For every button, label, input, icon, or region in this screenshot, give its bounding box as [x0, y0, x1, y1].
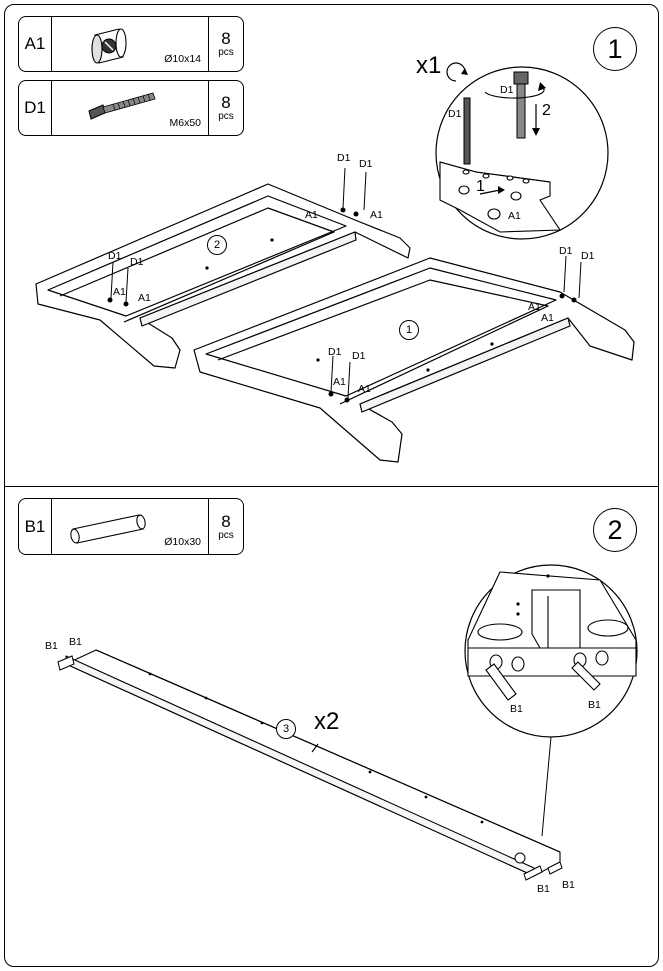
cam-label: A1	[333, 376, 346, 388]
dowel-label: B1	[562, 879, 575, 891]
part-size: Ø10x30	[164, 536, 201, 548]
detail-step-number: 1	[476, 178, 485, 195]
detail-step-number: 2	[542, 102, 551, 119]
qty-number: 8	[221, 93, 231, 112]
cam-label: A1	[370, 209, 383, 221]
qty-unit: pcs	[218, 47, 234, 58]
part-code: A1	[19, 17, 52, 71]
bolt-label: D1	[359, 158, 373, 170]
panel-number-badge: 1	[399, 320, 419, 340]
instruction-sheet	[4, 4, 659, 967]
part-card-d1: D1 M6x50 8 pcs	[18, 80, 244, 136]
detail-bolt-label: D1	[448, 108, 462, 120]
cam-label: A1	[528, 301, 541, 313]
rail-number-badge: 3	[276, 719, 296, 739]
bolt-icon	[55, 81, 203, 135]
step-number-badge: 2	[593, 508, 637, 552]
qty-number: 8	[221, 511, 231, 531]
bolt-label: D1	[559, 245, 573, 257]
part-code: D1	[19, 81, 52, 135]
cam-label: A1	[138, 292, 151, 304]
part-card-b1: B1 Ø10x30 8 pcs	[18, 498, 244, 555]
bolt-label: D1	[352, 350, 366, 362]
part-qty: 8 pcs	[208, 17, 243, 71]
qty-number: 8	[221, 29, 231, 48]
cam-label: A1	[358, 383, 371, 395]
bolt-label: D1	[581, 250, 595, 262]
part-code: B1	[19, 499, 52, 554]
detail-dowel-label: B1	[588, 699, 601, 711]
bolt-label: D1	[130, 256, 144, 268]
part-size: M6x50	[169, 117, 201, 129]
detail-bolt-label: D1	[500, 84, 514, 96]
dowel-label: B1	[69, 636, 82, 648]
dowel-label: B1	[45, 640, 58, 652]
bolt-label: D1	[328, 346, 342, 358]
part-qty: 8 pcs	[208, 81, 243, 135]
multiplier-label: x1	[416, 52, 442, 79]
dowel-label: B1	[537, 883, 550, 895]
part-size: Ø10x14	[164, 53, 201, 65]
step-divider	[4, 486, 659, 487]
cam-label: A1	[113, 286, 126, 298]
detail-cam-label: A1	[508, 210, 521, 222]
bolt-label: D1	[337, 152, 351, 164]
qty-unit: pcs	[218, 111, 234, 122]
qty-unit: pcs	[218, 529, 234, 541]
step-number-badge: 1	[593, 27, 637, 71]
bolt-label: D1	[108, 250, 122, 262]
cam-lock-nut-icon	[55, 17, 203, 71]
multiplier-label: x2	[314, 708, 340, 735]
wooden-dowel-icon	[55, 499, 203, 554]
part-qty: 8 pcs	[208, 499, 243, 554]
part-card-a1: A1 Ø10x14 8 pcs	[18, 16, 244, 72]
panel-number-badge: 2	[207, 235, 227, 255]
detail-dowel-label: B1	[510, 703, 523, 715]
cam-label: A1	[305, 209, 318, 221]
cam-label: A1	[541, 312, 554, 324]
